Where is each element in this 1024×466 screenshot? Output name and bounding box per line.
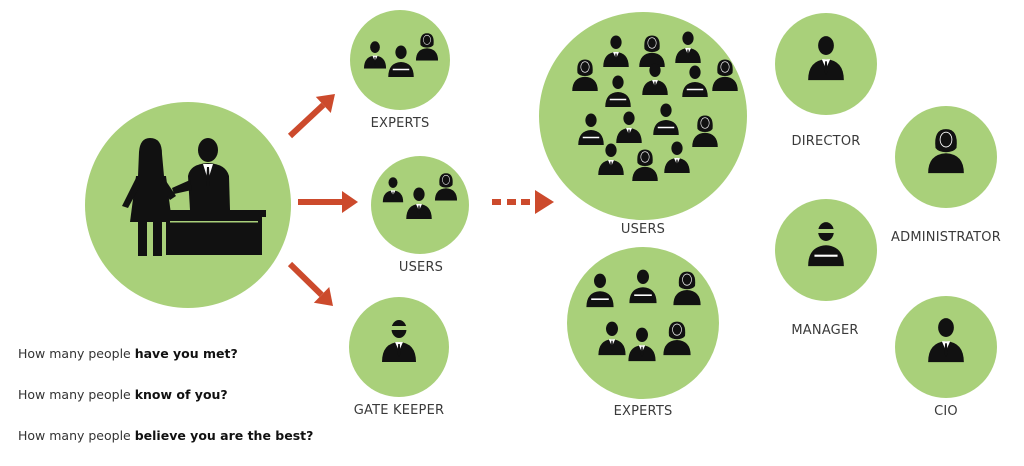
director-label: DIRECTOR [791, 134, 861, 149]
users-small-label: USERS [398, 260, 444, 275]
experts-small-label: EXPERTS [370, 116, 430, 131]
glasses-icon [817, 229, 835, 233]
users-big-label: USERS [620, 222, 666, 237]
question-best: How many people believe you are the best… [18, 428, 314, 443]
manager-label: MANAGER [791, 323, 859, 338]
experts-big-label: EXPERTS [613, 404, 673, 419]
dashed-arrow-icon [492, 190, 554, 214]
meeting-circle [85, 102, 291, 308]
gatekeeper-label: GATE KEEPER [353, 403, 445, 418]
question-know: How many people know of you? [18, 387, 228, 402]
arrow-icon [287, 261, 333, 306]
question-met: How many people have you met? [18, 346, 238, 361]
cio-label: CIO [934, 404, 958, 419]
meeting-at-desk-icon [122, 138, 266, 256]
arrow-icon [287, 94, 335, 139]
administrator-label: ADMINISTRATOR [891, 230, 1001, 245]
arrow-icon [298, 191, 358, 213]
sunglasses-icon [390, 326, 408, 330]
users-big-circle [539, 12, 747, 220]
